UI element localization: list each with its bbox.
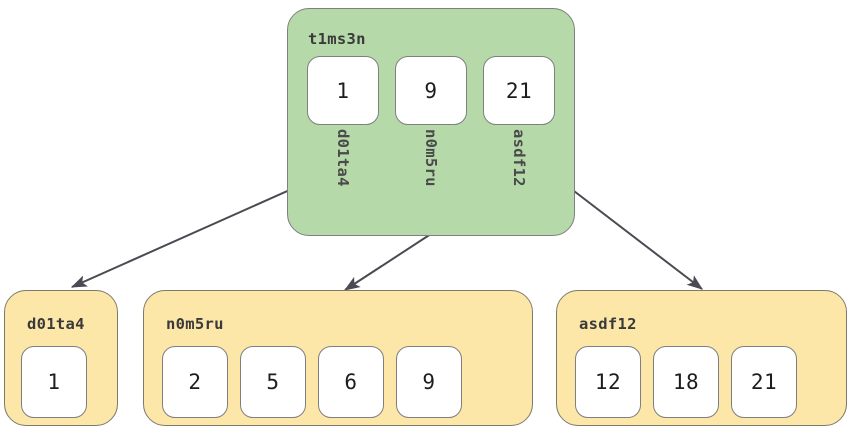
leaf-key-cells: 1 [21,346,87,418]
leaf-key-cell[interactable]: 6 [318,346,384,418]
root-pointer-label-text: asdf12 [510,129,528,187]
root-pointer-label-text: d01ta4 [334,129,352,187]
root-key-cells: 1 9 21 [307,56,555,125]
root-node-t1ms3n[interactable]: t1ms3n 1 9 21 d01ta4 n0m5ru asdf12 [287,8,575,236]
root-pointer-label-text: n0m5ru [422,129,440,187]
leaf-key-cell[interactable]: 9 [396,346,462,418]
root-node-label: t1ms3n [308,30,366,48]
root-pointer-label: n0m5ru [395,129,467,233]
leaf-key-cell[interactable]: 5 [240,346,306,418]
root-key-cell[interactable]: 9 [395,56,467,125]
leaf-key-cell[interactable]: 12 [575,346,641,418]
leaf-key-cell[interactable]: 18 [653,346,719,418]
leaf-node-label: d01ta4 [27,315,85,333]
leaf-key-cell[interactable]: 1 [21,346,87,418]
leaf-node-label: asdf12 [579,315,637,333]
root-key-cell[interactable]: 21 [483,56,555,125]
leaf-node-label: n0m5ru [166,315,224,333]
leaf-node-asdf12[interactable]: asdf12 12 18 21 [556,290,847,426]
root-key-cell[interactable]: 1 [307,56,379,125]
edge-root-to-asdf12 [556,177,703,290]
edge-root-to-d01ta4 [70,175,322,288]
leaf-key-cell[interactable]: 21 [731,346,797,418]
root-pointer-label: asdf12 [483,129,555,233]
leaf-key-cells: 2 5 6 9 [162,346,462,418]
edge-root-to-n0m5ru [343,229,438,291]
leaf-key-cells: 12 18 21 [575,346,797,418]
leaf-node-n0m5ru[interactable]: n0m5ru 2 5 6 9 [143,290,533,426]
root-pointer-labels: d01ta4 n0m5ru asdf12 [307,129,555,233]
leaf-node-d01ta4[interactable]: d01ta4 1 [4,290,118,426]
root-pointer-label: d01ta4 [307,129,379,233]
leaf-key-cell[interactable]: 2 [162,346,228,418]
